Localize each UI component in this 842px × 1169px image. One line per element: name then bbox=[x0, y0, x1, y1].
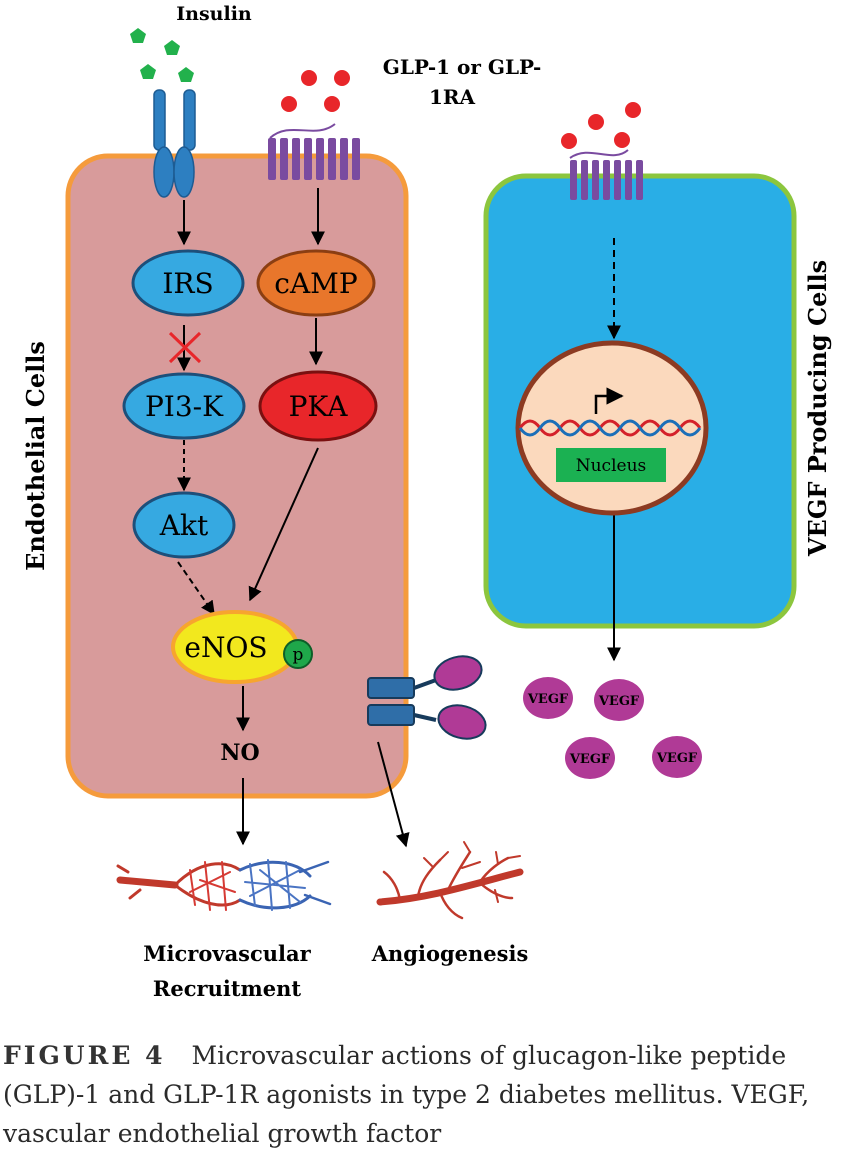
enos-node: eNOS p bbox=[171, 610, 313, 684]
vegf-molecule: VEGF bbox=[594, 679, 644, 721]
insulin-receptor bbox=[153, 89, 196, 198]
vegf-molecule: VEGF bbox=[652, 736, 702, 778]
nucleus-label: Nucleus bbox=[576, 456, 647, 476]
irs-node: IRS bbox=[131, 249, 245, 317]
insulin-label: Insulin bbox=[176, 3, 252, 25]
vegf-molecule-label: VEGF bbox=[569, 752, 611, 767]
camp-node: cAMP bbox=[256, 249, 376, 317]
vegf-molecule-label: VEGF bbox=[527, 692, 569, 707]
insulin-molecules bbox=[130, 28, 194, 82]
angiogenesis-label: Angiogenesis bbox=[371, 941, 529, 966]
irs-label: IRS bbox=[162, 267, 213, 300]
microvascular-label-line2: Recruitment bbox=[153, 976, 301, 1001]
pi3k-label: PI3-K bbox=[145, 390, 224, 423]
vegf-receptor bbox=[367, 655, 487, 740]
nucleus-label-box bbox=[556, 448, 666, 482]
no-label: NO bbox=[220, 740, 259, 766]
glp1-label-line2: 1RA bbox=[429, 85, 476, 109]
vegf-molecule-label: VEGF bbox=[656, 751, 698, 766]
vegf-molecule-label: VEGF bbox=[598, 694, 640, 709]
vegf-producing-cells-label: VEGF Producing Cells bbox=[803, 260, 832, 557]
pi3k-node: PI3-K bbox=[122, 372, 246, 440]
microvascular-network-icon bbox=[116, 859, 332, 911]
angiogenesis-vessel-icon bbox=[376, 841, 524, 920]
pka-node: PKA bbox=[258, 370, 378, 442]
figure-label: FIGURE 4 bbox=[3, 1041, 166, 1070]
glp1-molecules-vegf-cell bbox=[561, 102, 641, 149]
endothelial-cells-label: Endothelial Cells bbox=[21, 341, 50, 571]
vegf-molecule: VEGF bbox=[565, 737, 615, 779]
akt-label: Akt bbox=[159, 509, 209, 542]
akt-node: Akt bbox=[132, 491, 236, 559]
phospho-label: p bbox=[293, 645, 304, 665]
transcription-arrow-icon bbox=[594, 387, 624, 414]
glp1-molecules bbox=[281, 70, 350, 112]
camp-label: cAMP bbox=[274, 267, 357, 300]
glp1-receptor-vegf-cell bbox=[569, 149, 643, 200]
vegf-molecule: VEGF bbox=[523, 677, 573, 719]
pka-label: PKA bbox=[289, 390, 349, 423]
endothelial-cell bbox=[65, 153, 409, 799]
phospho-badge bbox=[283, 639, 313, 669]
pathway-arrows bbox=[177, 188, 621, 848]
inhibition-cross bbox=[168, 331, 202, 364]
diagram-canvas: Insulin GLP-1 or GLP- 1RA bbox=[21, 3, 832, 1001]
glp1-receptor bbox=[268, 123, 360, 180]
figure-caption-text: Microvascular actions of glucagon-like p… bbox=[3, 1041, 810, 1148]
nucleus: Nucleus bbox=[515, 340, 709, 516]
microvascular-label-line1: Microvascular bbox=[143, 941, 311, 966]
dna-strand bbox=[518, 419, 702, 437]
enos-label: eNOS bbox=[184, 631, 267, 664]
glp1-label-line1: GLP-1 or GLP- bbox=[383, 55, 542, 79]
